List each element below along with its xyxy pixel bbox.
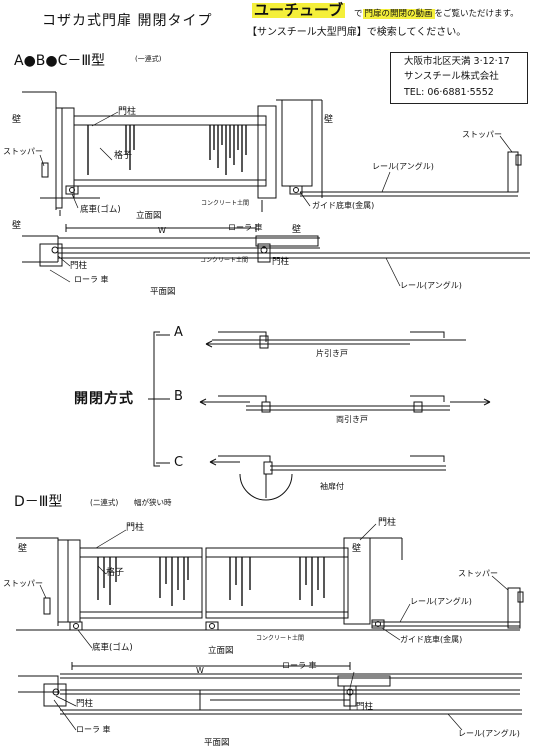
s1-lattice: 格子	[114, 151, 133, 161]
s2-plan-roller-left: ローラ 車	[76, 725, 111, 734]
s1-plan-w: W	[158, 226, 166, 235]
method-a-caption: 片引き戸	[316, 349, 348, 358]
section2-heading: D－Ⅲ型	[14, 494, 63, 510]
elevation-1-drawing	[22, 91, 522, 216]
s2-lattice: 格子	[106, 568, 125, 578]
company-address: 大阪市北区天満 3·12·17	[404, 56, 510, 67]
s2-plan-post-right: 門柱	[356, 702, 374, 712]
company-box	[390, 52, 528, 104]
method-b-letter: B	[174, 389, 183, 404]
s1-wall-left: 壁	[12, 115, 22, 125]
methods-label: 開閉方式	[74, 391, 134, 407]
elevation-2-drawing	[16, 537, 524, 631]
leader-lines	[39, 111, 513, 731]
s1-plan-caption: 平面図	[150, 287, 176, 297]
s2-plan-w: W	[196, 666, 204, 675]
s2-wall-left: 壁	[18, 544, 28, 554]
method-c-letter: C	[174, 455, 184, 470]
s2-post-right: 門柱	[378, 518, 397, 528]
s2-plan-caption: 平面図	[204, 738, 230, 748]
youtube-note-pre: で	[354, 9, 363, 19]
plan-1-drawing	[22, 224, 530, 267]
section2-sub: (二連式)	[90, 498, 119, 507]
s2-elevation-caption: 立面図	[208, 646, 234, 656]
s1-plan-roller-left: ローラ 車	[74, 275, 109, 284]
method-b-caption: 両引き戸	[336, 415, 368, 424]
s1-wall-right: 壁	[324, 115, 334, 125]
s1-plan-wall: 壁	[12, 221, 22, 231]
s2-bottom-wheel: 底車(ゴム)	[92, 643, 133, 653]
youtube-label: ユーチューブ	[252, 1, 346, 19]
youtube-note-post: をご覧いただけます。	[434, 9, 519, 19]
youtube-note-highlight: 門扉の開閉の動画	[362, 9, 435, 19]
s2-concrete: コンクリート土間	[256, 635, 305, 642]
company-tel: TEL: 06·6881·5552	[404, 87, 494, 98]
s1-post: 門柱	[118, 107, 137, 117]
s1-stopper-left: ストッパー	[3, 147, 43, 156]
s1-plan-post-right: 門柱	[272, 257, 290, 267]
youtube-note: で門扉の開閉の動画をご覧いただけます。	[354, 9, 519, 19]
section1-heading: A●B●C－Ⅲ型	[14, 53, 106, 69]
s1-guide-wheel: ガイド底車(金属)	[312, 201, 375, 210]
s1-stopper-right: ストッパー	[462, 130, 502, 139]
s1-elevation-caption: 立面図	[136, 211, 162, 221]
s1-concrete: コンクリート土間	[201, 200, 250, 207]
s1-plan-roller-top: ローラ 車	[228, 223, 263, 232]
s2-stopper-left: ストッパー	[3, 579, 43, 588]
methods-drawing	[148, 331, 491, 501]
method-a-letter: A	[174, 325, 183, 340]
s1-plan-wall2: 壁	[292, 225, 302, 235]
s2-stopper-right: ストッパー	[458, 569, 498, 578]
s1-plan-rail: レール(アングル)	[400, 281, 462, 290]
s2-rail: レール(アングル)	[410, 597, 472, 606]
s1-plan-concrete: コンクリート土間	[200, 257, 249, 264]
s2-wall-right: 壁	[352, 544, 362, 554]
s2-plan-roller-top: ローラ 車	[282, 661, 317, 670]
section2-note: 幅が狭い時	[134, 498, 172, 507]
method-c-caption: 袖扉付	[320, 482, 344, 491]
s2-guide-wheel: ガイド底車(金属)	[400, 635, 463, 644]
section1-sub: (一連式)	[135, 55, 162, 63]
s1-rail: レール(アングル)	[372, 162, 434, 171]
company-name: サンスチール株式会社	[404, 71, 499, 82]
s2-post-left: 門柱	[126, 523, 145, 533]
s1-plan-post-left: 門柱	[70, 261, 88, 271]
search-instruction: 【サンスチール大型門扉】で検索してください。	[247, 27, 467, 38]
plan-2-drawing	[18, 662, 522, 715]
s2-plan-post-left: 門柱	[76, 699, 94, 709]
page-title: コザカ式門扉 開閉タイプ	[42, 13, 213, 29]
s2-plan-rail: レール(アングル)	[458, 729, 520, 738]
s1-bottom-wheel: 底車(ゴム)	[80, 205, 121, 215]
